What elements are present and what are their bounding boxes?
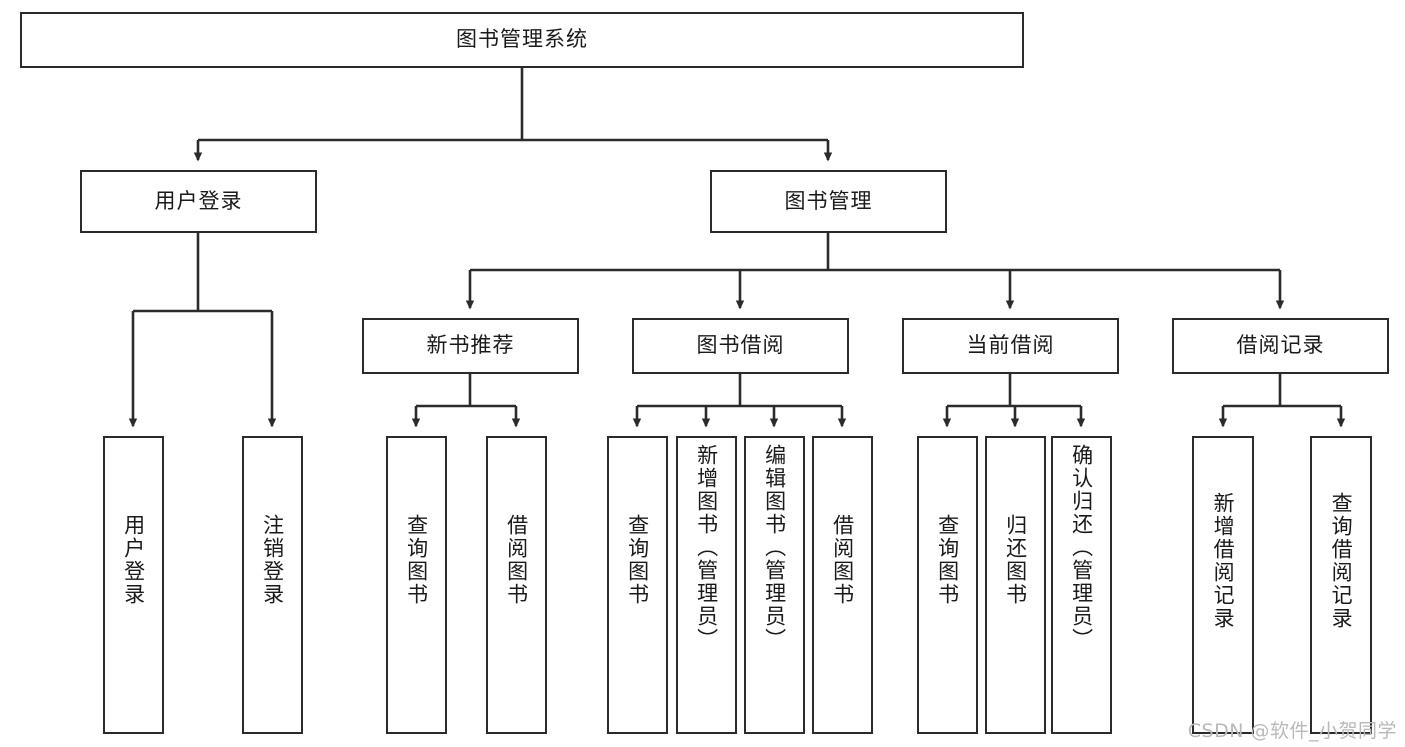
node-leaf-user-login[interactable]: 用户登录 <box>103 436 164 734</box>
node-leaf-add-record-label: 新增借阅记录 <box>1211 492 1236 630</box>
node-leaf-query-record[interactable]: 查询借阅记录 <box>1310 436 1372 734</box>
node-leaf-logout-label: 注销登录 <box>260 514 285 606</box>
node-current-borrow[interactable]: 当前借阅 <box>902 318 1119 374</box>
node-leaf-return-book-label: 归还图书 <box>1003 514 1028 606</box>
node-leaf-query-record-label: 查询借阅记录 <box>1329 492 1354 630</box>
node-leaf-add-book-label: 新增图书（管理员） <box>694 444 719 651</box>
node-leaf-add-record[interactable]: 新增借阅记录 <box>1192 436 1254 734</box>
node-leaf-borrow-book-1-label: 借阅图书 <box>504 514 529 606</box>
node-leaf-logout[interactable]: 注销登录 <box>242 436 303 734</box>
node-user-login[interactable]: 用户登录 <box>80 170 317 233</box>
node-user-login-label: 用户登录 <box>154 188 243 213</box>
node-leaf-query-book-2[interactable]: 查询图书 <box>607 436 668 734</box>
node-current-borrow-label: 当前借阅 <box>966 333 1055 358</box>
node-leaf-edit-book-label: 编辑图书（管理员） <box>762 444 787 651</box>
node-new-book-rec-label: 新书推荐 <box>426 333 515 358</box>
node-book-borrow-label: 图书借阅 <box>696 333 785 358</box>
node-leaf-return-book[interactable]: 归还图书 <box>985 436 1046 734</box>
node-root[interactable]: 图书管理系统 <box>20 12 1024 68</box>
node-borrow-record[interactable]: 借阅记录 <box>1172 318 1389 374</box>
node-leaf-query-book-1[interactable]: 查询图书 <box>386 436 447 734</box>
node-borrow-record-label: 借阅记录 <box>1236 333 1325 358</box>
node-book-manage-label: 图书管理 <box>784 188 873 213</box>
node-new-book-rec[interactable]: 新书推荐 <box>362 318 579 374</box>
node-leaf-user-login-label: 用户登录 <box>121 514 146 606</box>
node-leaf-add-book[interactable]: 新增图书（管理员） <box>676 436 737 734</box>
node-leaf-confirm-return-label: 确认归还（管理员） <box>1069 444 1094 651</box>
node-leaf-query-book-1-label: 查询图书 <box>404 514 429 606</box>
node-leaf-query-book-2-label: 查询图书 <box>625 514 650 606</box>
node-leaf-borrow-book-2-label: 借阅图书 <box>830 514 855 606</box>
node-root-label: 图书管理系统 <box>456 27 588 52</box>
node-leaf-borrow-book-2[interactable]: 借阅图书 <box>812 436 873 734</box>
csdn-watermark: CSDN @软件_小贺同学 <box>1187 720 1397 742</box>
node-leaf-confirm-return[interactable]: 确认归还（管理员） <box>1051 436 1112 734</box>
node-book-borrow[interactable]: 图书借阅 <box>632 318 849 374</box>
node-leaf-query-book-3-label: 查询图书 <box>935 514 960 606</box>
node-leaf-query-book-3[interactable]: 查询图书 <box>917 436 978 734</box>
node-leaf-borrow-book-1[interactable]: 借阅图书 <box>486 436 547 734</box>
node-leaf-edit-book[interactable]: 编辑图书（管理员） <box>744 436 805 734</box>
node-book-manage[interactable]: 图书管理 <box>710 170 947 233</box>
